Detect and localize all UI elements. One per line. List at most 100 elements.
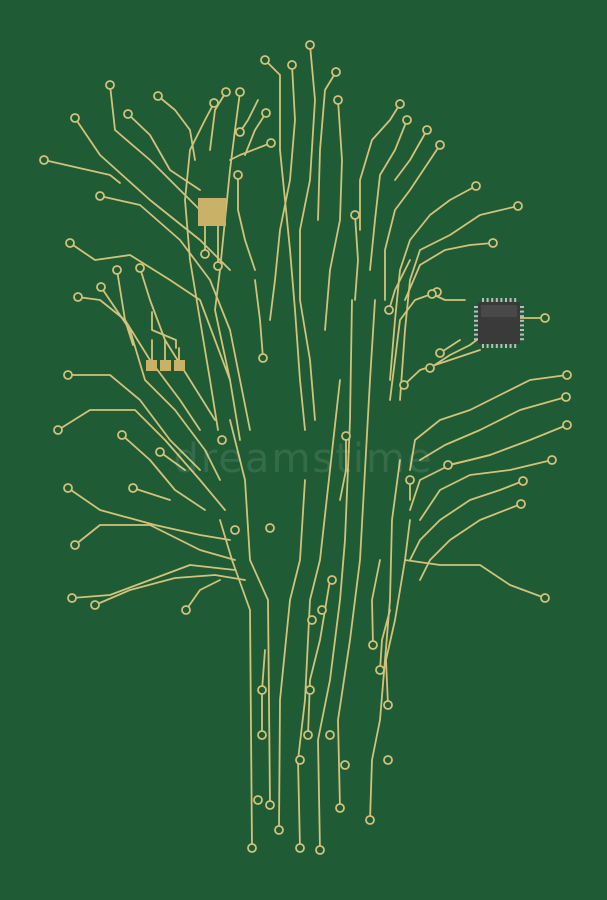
circuit-trace bbox=[324, 99, 343, 331]
trace-pad bbox=[427, 289, 437, 299]
chip-pin bbox=[520, 315, 524, 318]
trace-pad bbox=[425, 363, 435, 373]
trace-pad bbox=[96, 282, 106, 292]
trace-pad bbox=[230, 525, 240, 535]
trace-pad bbox=[105, 80, 115, 90]
trace-pad bbox=[217, 435, 227, 445]
circuit-trace bbox=[388, 259, 411, 311]
trace-pad bbox=[350, 210, 360, 220]
circuit-trace bbox=[307, 579, 331, 736]
trace-pad bbox=[53, 425, 63, 435]
trace-pad bbox=[435, 348, 445, 358]
circuit-trace bbox=[57, 409, 226, 511]
chip-pin bbox=[509, 298, 512, 302]
circuit-trace bbox=[419, 396, 567, 461]
trace-pad bbox=[257, 685, 267, 695]
chip-pin bbox=[520, 338, 524, 341]
chip-pin bbox=[491, 344, 494, 348]
trace-pad bbox=[405, 475, 415, 485]
chip-pin bbox=[474, 329, 478, 331]
trace-pad bbox=[90, 600, 100, 610]
trace-pad bbox=[112, 265, 122, 275]
trace-pad bbox=[402, 115, 412, 125]
trace-pad bbox=[375, 665, 385, 675]
trace-pad bbox=[335, 803, 345, 813]
trace-pad bbox=[63, 370, 73, 380]
circuit-trace bbox=[71, 564, 236, 599]
trace-pad bbox=[63, 483, 73, 493]
chip-pin bbox=[474, 310, 478, 313]
trace-pad bbox=[247, 843, 257, 853]
circuit-trace bbox=[244, 112, 267, 156]
circuit-trace bbox=[132, 487, 171, 501]
trace-pad bbox=[213, 261, 223, 271]
trace-pad bbox=[518, 476, 528, 486]
chip-pin bbox=[474, 338, 478, 341]
trace-pad bbox=[266, 138, 276, 148]
circuit-trace bbox=[385, 519, 411, 706]
trace-pad bbox=[123, 109, 133, 119]
circuit-trace bbox=[409, 480, 524, 561]
chip-pin bbox=[495, 298, 498, 302]
gold-pad bbox=[146, 360, 157, 371]
circuit-trace bbox=[354, 214, 359, 301]
trace-pad bbox=[258, 353, 268, 363]
circuit-trace bbox=[121, 434, 206, 511]
trace-pad bbox=[253, 795, 263, 805]
trace-pad bbox=[305, 40, 315, 50]
circuit-trace bbox=[239, 99, 259, 133]
circuit-trace bbox=[151, 311, 177, 349]
chip-pin bbox=[486, 344, 489, 348]
trace-pad bbox=[341, 431, 351, 441]
circuit-trace bbox=[384, 144, 441, 301]
circuit-trace bbox=[317, 71, 337, 221]
microchip-highlight bbox=[481, 305, 517, 317]
circuit-trace bbox=[74, 117, 231, 271]
circuit-trace bbox=[389, 291, 438, 401]
circuit-trace bbox=[229, 142, 272, 161]
trace-pad bbox=[117, 430, 127, 440]
circuit-trace bbox=[359, 103, 401, 231]
trace-pad bbox=[561, 392, 571, 402]
chip-pin bbox=[500, 344, 503, 348]
microchip bbox=[478, 302, 520, 344]
circuit-trace bbox=[116, 269, 134, 346]
trace-pad bbox=[155, 447, 165, 457]
trace-pad bbox=[295, 755, 305, 765]
chip-pin bbox=[505, 344, 507, 348]
chip-pin bbox=[500, 298, 503, 302]
circuit-trace bbox=[269, 64, 296, 321]
chip-pin bbox=[505, 298, 507, 302]
circuit-trace bbox=[379, 609, 391, 671]
trace-pad bbox=[265, 523, 275, 533]
chip-pin bbox=[520, 319, 524, 322]
trace-pads bbox=[39, 40, 572, 855]
trace-pad bbox=[488, 238, 498, 248]
circuit-trace bbox=[409, 424, 568, 511]
chip-pin bbox=[495, 344, 498, 348]
circuit-trace bbox=[404, 559, 546, 599]
trace-pad bbox=[435, 140, 445, 150]
circuit-trace bbox=[94, 574, 246, 606]
circuit-trace bbox=[127, 113, 201, 191]
trace-pad bbox=[327, 575, 337, 585]
circuit-traces bbox=[43, 44, 568, 851]
trace-pad bbox=[95, 191, 105, 201]
trace-pad bbox=[399, 380, 409, 390]
circuit-trace bbox=[403, 349, 481, 386]
circuit-trace bbox=[69, 242, 231, 381]
chip-pin bbox=[520, 306, 524, 308]
trace-pad bbox=[135, 263, 145, 273]
trace-pad bbox=[221, 87, 231, 97]
trace-pad bbox=[274, 825, 284, 835]
circuit-trace bbox=[229, 419, 271, 806]
circuit-trace bbox=[237, 174, 256, 271]
trace-pad bbox=[368, 640, 378, 650]
chip-pin bbox=[474, 324, 478, 327]
gold-pad bbox=[174, 360, 185, 371]
circuit-trace bbox=[409, 374, 568, 471]
trace-pad bbox=[540, 593, 550, 603]
trace-pad bbox=[443, 460, 453, 470]
trace-pad bbox=[562, 370, 572, 380]
circuit-trace bbox=[299, 44, 316, 421]
